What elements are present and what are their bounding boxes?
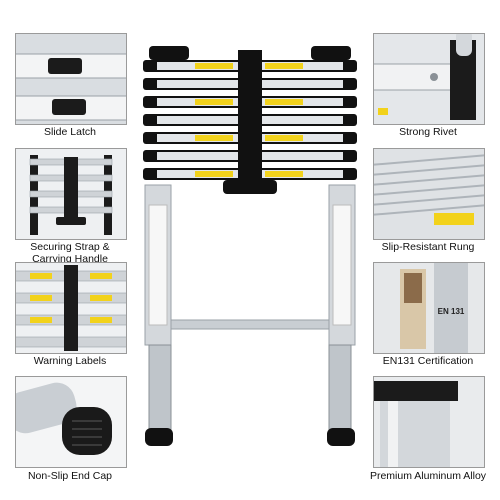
warning-labels-image xyxy=(16,263,126,353)
certification-caption: EN131 Certification xyxy=(382,355,474,367)
warning-labels-panel xyxy=(15,262,127,354)
certification-image xyxy=(374,263,484,353)
securing-strap-panel xyxy=(15,148,127,240)
alloy-image xyxy=(374,377,484,467)
end-cap-panel xyxy=(15,376,127,468)
rung-image xyxy=(374,149,484,239)
slide-latch-caption: Slide Latch xyxy=(44,126,96,138)
certification-badge: EN 131 xyxy=(437,307,465,316)
certification-panel: EN 131 xyxy=(373,262,485,354)
strong-rivet-caption: Strong Rivet xyxy=(399,126,457,138)
alloy-panel xyxy=(373,376,485,468)
strong-rivet-image xyxy=(374,34,484,124)
securing-strap-image xyxy=(16,149,126,239)
end-cap-caption: Non-Slip End Cap xyxy=(27,470,113,482)
slide-latch-image xyxy=(16,34,126,124)
ladder-illustration xyxy=(143,46,357,446)
end-cap-image xyxy=(16,377,126,467)
alloy-caption: Premium Aluminum Alloy xyxy=(369,470,487,482)
rung-panel xyxy=(373,148,485,240)
strong-rivet-panel xyxy=(373,33,485,125)
slide-latch-panel xyxy=(15,33,127,125)
rung-caption: Slip-Resistant Rung xyxy=(381,241,475,253)
warning-labels-caption: Warning Labels xyxy=(33,355,107,367)
